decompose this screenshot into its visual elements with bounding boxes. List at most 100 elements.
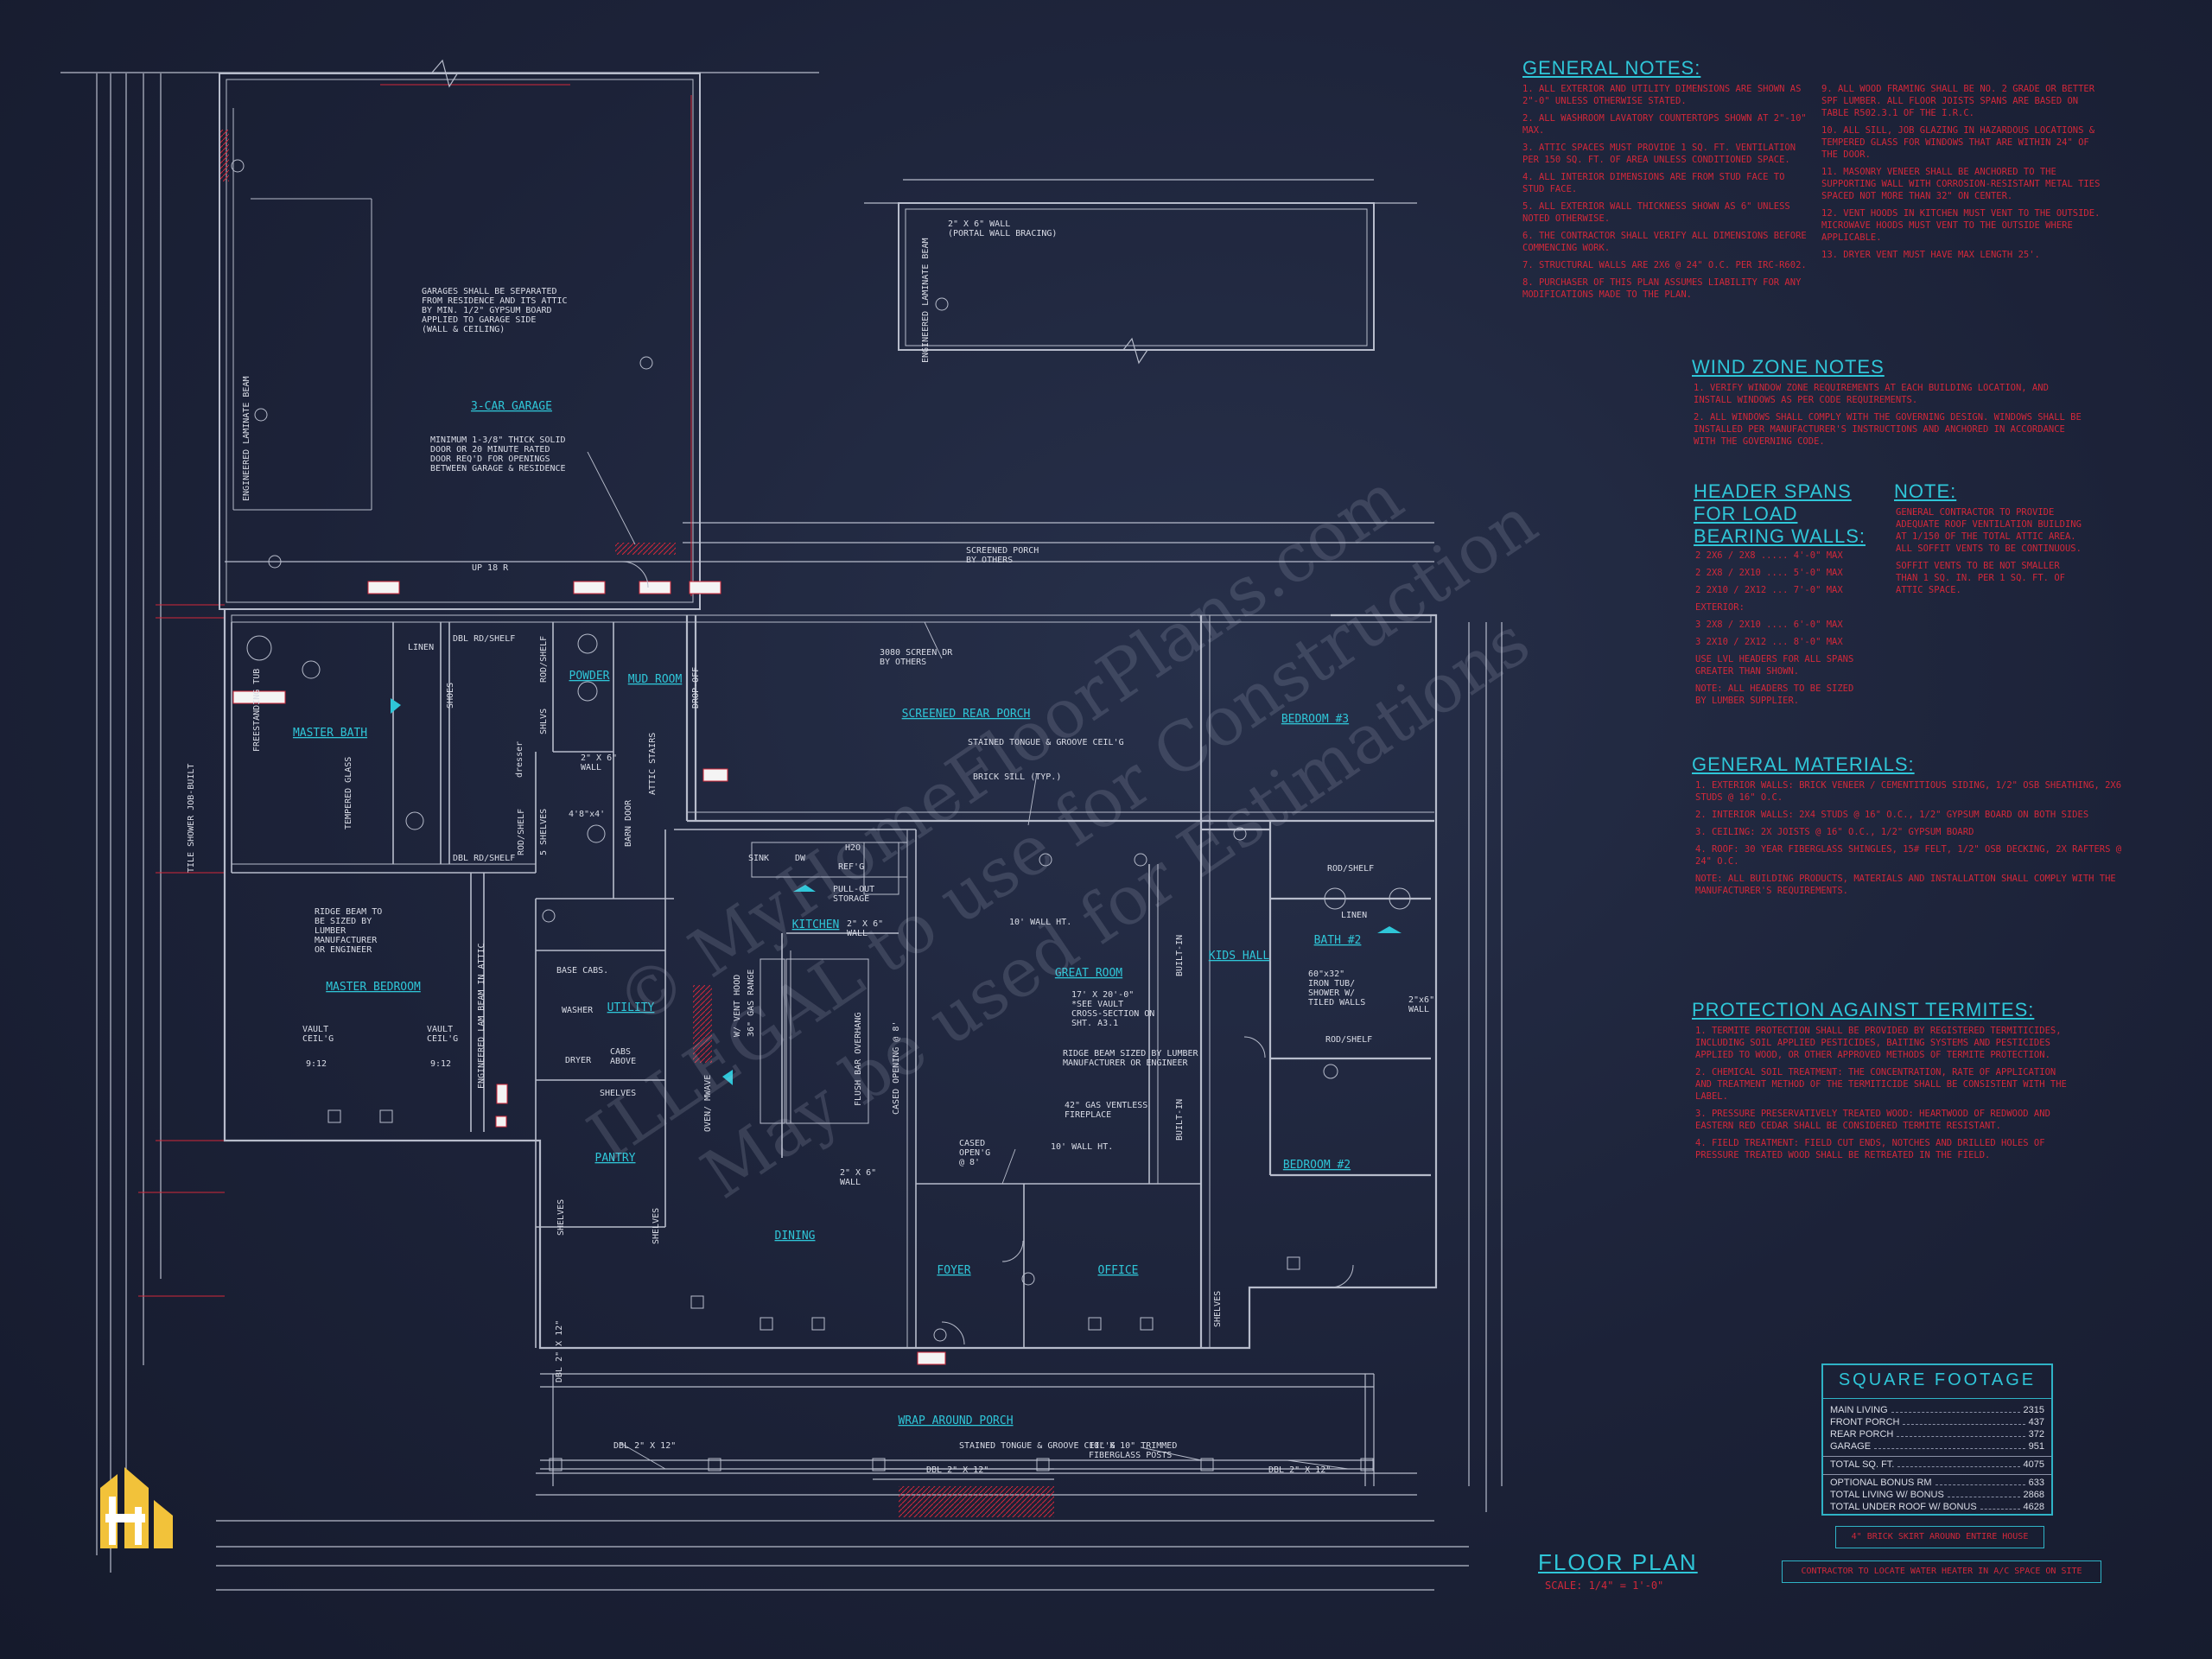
plan-note-line: 2" X 6" (581, 753, 617, 763)
vertical-label-rod-shelf-2: ROD/SHELF (517, 809, 526, 855)
vertical-label-attic-stairs: ATTIC STAIRS (648, 733, 658, 795)
plan-note-line: DBL RD/SHELF (453, 854, 515, 863)
plan-note-line: GARAGES SHALL BE SEPARATED (422, 287, 557, 296)
header-spans-list-item: NOTE: ALL HEADERS TO BE SIZED BY LUMBER … (1695, 683, 1854, 706)
square-footage-value: 633 (2028, 1478, 2044, 1488)
vertical-label-five-shelves: 5 SHELVES (539, 809, 549, 855)
plan-note-line: SCREENED PORCH (966, 546, 1039, 556)
plan-note-wall-ht-kitchen: 10' WALL HT. (1009, 918, 1071, 927)
termites-list-item: 1. TERMITE PROTECTION SHALL BE PROVIDED … (1695, 1026, 2062, 1060)
general-notes-right-item: 10. ALL SILL, JOB GLAZING IN HAZARDOUS L… (1821, 125, 2095, 160)
plan-note-wall-bath2: 2"x6"WALL (1408, 995, 1434, 1014)
detached-porch-walls (898, 202, 1375, 351)
header-spans-list-item: 2 2X6 / 2X8 ..... 4'-0" MAX (1695, 550, 1843, 561)
main-house-walls (223, 609, 1438, 1350)
garage-dims (380, 84, 692, 596)
plan-note-line: MINIMUM 1-3/8" THICK SOLID (430, 435, 566, 445)
plan-note-tub: 60"x32"IRON TUB/SHOWER W/TILED WALLS (1308, 969, 1365, 1007)
plan-note-line: BY OTHERS (966, 556, 1013, 565)
vertical-label-oven: OVEN/ MWAVE (703, 1075, 713, 1132)
header-spans-title: HEADER SPANS FOR LOAD BEARING WALLS: (1694, 480, 1866, 547)
vertical-label-built-in-2: BUILT-IN (1175, 1099, 1185, 1141)
plan-note-dw: DW (795, 854, 806, 863)
plan-note-line: 9:12 (306, 1059, 327, 1069)
brand-logo-icon (100, 1467, 173, 1548)
plan-note-base-cabs: BASE CABS. (556, 966, 608, 976)
square-footage-value: 2315 (2023, 1405, 2044, 1415)
plan-note-rod-shelf-b2: ROD/SHELF (1325, 1035, 1372, 1045)
vertical-label-shlvs: SHLVS (539, 709, 549, 734)
plan-note-line: LINEN (1341, 911, 1367, 920)
plan-note-line: 9:12 (430, 1059, 451, 1069)
room-label-great-room: GREAT ROOM (1055, 967, 1122, 980)
break-lines (431, 59, 1148, 365)
plan-note-line: 3080 SCREEN DR (880, 648, 953, 658)
plan-note-line: IRON TUB/ (1308, 979, 1355, 988)
room-label-kitchen: KITCHEN (792, 918, 840, 931)
plan-note-line: CROSS-SECTION ON (1071, 1009, 1154, 1019)
plan-note-line: 10' WALL HT. (1009, 918, 1071, 927)
plan-note-linen-master: LINEN (408, 643, 434, 652)
plan-note-linen-bath2: LINEN (1341, 911, 1367, 920)
square-footage-value: 437 (2028, 1417, 2044, 1427)
square-footage-value: 4628 (2023, 1502, 2044, 1512)
square-footage-label: OPTIONAL BONUS RM (1830, 1478, 1932, 1488)
general-materials-list-item: 1. EXTERIOR WALLS: BRICK VENEER / CEMENT… (1695, 780, 2122, 803)
plan-note-line: DOOR OR 20 MINUTE RATED (430, 445, 550, 454)
plan-note-line: FIBERGLASS POSTS (1089, 1451, 1172, 1460)
left-dimension-ticks (138, 604, 225, 1297)
room-label-dining: DINING (775, 1230, 816, 1243)
door-swings (621, 561, 1354, 1345)
plan-note-line: ABOVE (610, 1057, 636, 1066)
square-footage-row: OPTIONAL BONUS RM 633 (1823, 1474, 2051, 1489)
square-footage-row: TOTAL SQ. FT.4075 (1823, 1456, 2051, 1471)
general-notes-left-item: 4. ALL INTERIOR DIMENSIONS ARE FROM STUD… (1522, 172, 1785, 194)
plan-note-shelves: SHELVES (600, 1089, 636, 1098)
wind-zone-notes-item: 1. VERIFY WINDOW ZONE REQUIREMENTS AT EA… (1694, 383, 2049, 405)
porch-lines (540, 1373, 1375, 1486)
west-wing-walls (231, 622, 674, 1348)
plan-note-line: STORAGE (833, 894, 869, 904)
vertical-label-dresser: dresser (515, 741, 524, 778)
plan-note-line: (WALL & CEILING) (422, 325, 505, 334)
square-footage-value: 951 (2028, 1441, 2044, 1452)
square-footage-row: TOTAL UNDER ROOF W/ BONUS 4628 (1823, 1501, 2051, 1513)
plan-note-dbl-rd-shelf-top: DBL RD/SHELF (453, 634, 515, 644)
plan-note-wall-mud: 2" X 6"WALL (581, 753, 617, 772)
plan-note-line: SHOWER W/ (1308, 988, 1355, 998)
plan-note-line: 10' WALL HT. (1051, 1142, 1113, 1152)
header-spans-list-item: USE LVL HEADERS FOR ALL SPANS GREATER TH… (1695, 654, 1854, 677)
vertical-label-laminate-garage: ENGINEERED LAMINATE BEAM (242, 377, 251, 502)
vertical-label-cased-8: CASED OPENING @ 8' (892, 1021, 901, 1115)
general-notes-title: GENERAL NOTES: (1522, 57, 1701, 79)
square-footage-value: 372 (2028, 1429, 2044, 1440)
plan-note-line: BRICK SILL (TYP.) (973, 772, 1061, 782)
brick-skirt-note: 4" BRICK SKIRT AROUND ENTIRE HOUSE (1835, 1526, 2044, 1548)
plan-note-brick-sill: BRICK SILL (TYP.) (973, 772, 1061, 782)
room-label-pantry: PANTRY (595, 1152, 636, 1165)
header-spans-list-item: 2 2X8 / 2X10 .... 5'-0" MAX (1695, 568, 1843, 578)
plan-note-line: BETWEEN GARAGE & RESIDENCE (430, 464, 566, 474)
header-spans-list-item: 2 2X10 / 2X12 ... 7'-0" MAX (1695, 585, 1843, 595)
plan-note-washer: WASHER (562, 1006, 594, 1015)
vertical-label-barn-door: BARN DOOR (624, 799, 633, 847)
general-notes-right-item: 9. ALL WOOD FRAMING SHALL BE NO. 2 GRADE… (1821, 84, 2095, 118)
square-footage-label: TOTAL UNDER ROOF W/ BONUS (1830, 1502, 1977, 1512)
plan-note-line: @ 8' (959, 1158, 980, 1167)
hatched-walls (220, 130, 1054, 1517)
plan-note-pitch-right: 9:12 (430, 1059, 451, 1069)
room-label-utility: UTILITY (607, 1001, 655, 1014)
vertical-label-shelves-v3: SHELVES (1213, 1291, 1223, 1327)
plan-note-line: TILED WALLS (1308, 998, 1365, 1007)
plan-note-line: MANUFACTURER OR ENGINEER (1063, 1058, 1188, 1068)
plan-note-line: CEIL'G (302, 1034, 334, 1044)
